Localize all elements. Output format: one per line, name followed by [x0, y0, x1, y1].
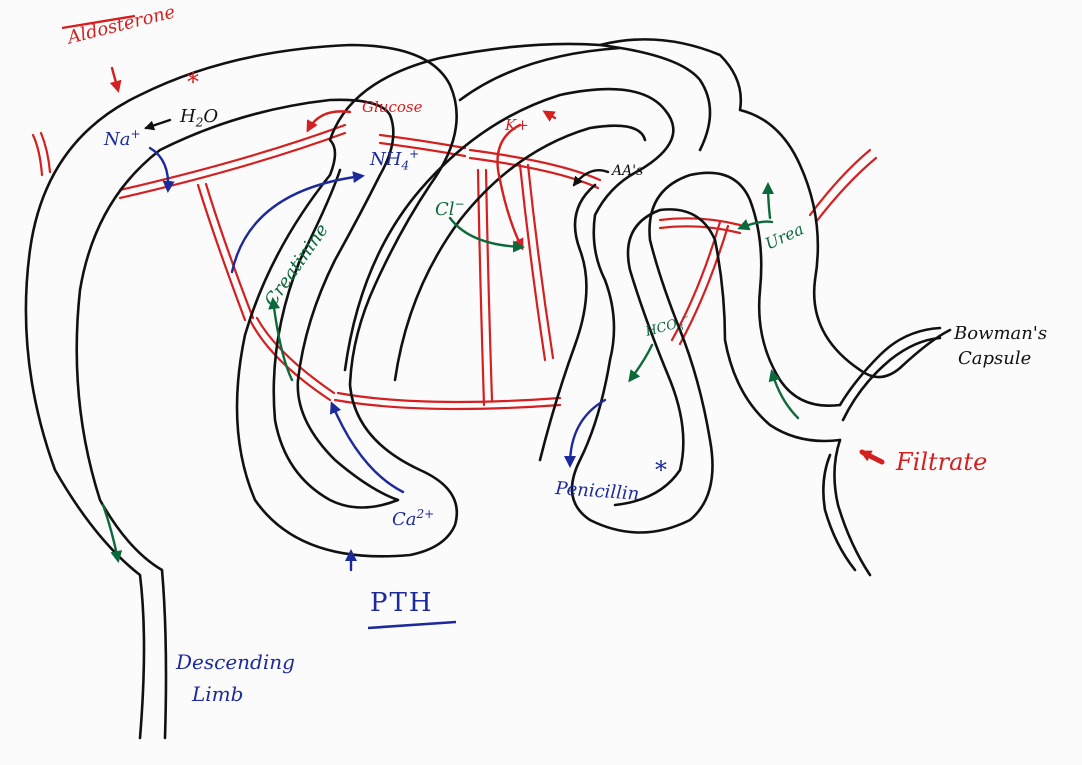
- na-label: Na+: [104, 128, 141, 149]
- ca-text: Ca: [392, 509, 417, 530]
- glucose-arrow: [306, 110, 352, 133]
- cl-label: Cl−: [435, 198, 465, 219]
- filtrate-label: Filtrate: [896, 448, 988, 476]
- h2o-h: H: [180, 106, 196, 127]
- descending-flow-arrow: [101, 503, 123, 563]
- penicillin-arrow: [564, 398, 607, 468]
- hco3-subscript: 3: [676, 322, 686, 335]
- aldosterone-overline: [61, 14, 136, 30]
- ca-arrow: [329, 401, 405, 494]
- pth-label: PTH: [370, 588, 434, 618]
- peritubular-capillaries: [31, 123, 878, 411]
- penicillin-star: *: [655, 456, 667, 484]
- h2o-o: O: [203, 106, 219, 127]
- nh4-arrow: [230, 171, 365, 274]
- aldosterone-arrow: [109, 66, 122, 93]
- cl-arrow: [448, 216, 525, 253]
- filtrate-arrow: [859, 449, 885, 465]
- aldosterone-star: *: [187, 68, 199, 96]
- ca-label: Ca2+: [392, 508, 434, 529]
- nh4-subscript: 4: [401, 158, 410, 173]
- nh4-charge: +: [409, 147, 420, 161]
- pth-underline: [367, 620, 457, 630]
- creatinine-arrow: [268, 297, 294, 382]
- na-charge: +: [130, 127, 141, 141]
- hco3-arrow: [628, 343, 654, 383]
- aas-label: AA's: [612, 163, 644, 179]
- na-text: Na: [104, 129, 131, 150]
- nephron-tubule: [24, 38, 952, 740]
- glucose-label: Glucose: [362, 98, 423, 116]
- h2o-subscript: 2: [195, 115, 204, 130]
- descending-label: Descending: [176, 650, 295, 674]
- na-arrow: [148, 146, 175, 193]
- capsule-label: Capsule: [958, 348, 1032, 369]
- cl-charge: −: [454, 197, 465, 211]
- cl-text: Cl: [435, 199, 455, 220]
- bowmans-label: Bowman's: [954, 323, 1048, 344]
- limb-label: Limb: [192, 682, 244, 706]
- urea-arrow: [737, 219, 774, 231]
- h2o-arrow: [144, 118, 172, 131]
- aas-arrow: [572, 168, 610, 187]
- filtrate-flow-arrow: [768, 369, 800, 420]
- h2o-label: H2O: [180, 108, 218, 129]
- k-label: K+: [505, 116, 529, 134]
- transport-arrows: [101, 66, 885, 572]
- nh4-text: NH: [370, 149, 402, 170]
- nh4-label: NH4+: [370, 148, 419, 172]
- k-arrow: [496, 123, 524, 251]
- ca-charge: 2+: [416, 507, 435, 521]
